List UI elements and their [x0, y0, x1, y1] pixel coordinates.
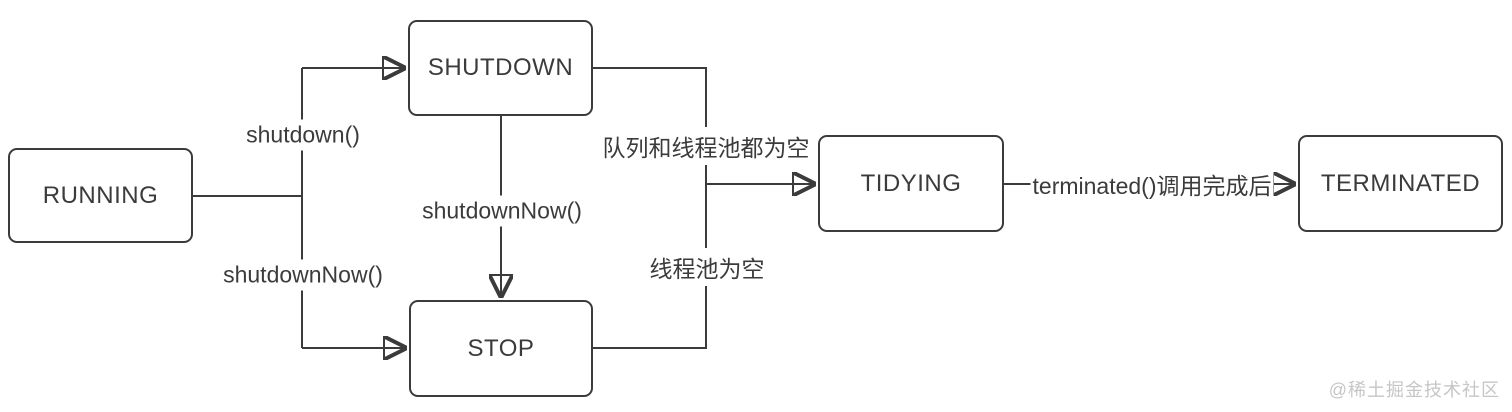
edge-label-queue-and-pool-empty: 队列和线程池都为空	[598, 127, 814, 165]
edge-shutdown-right-merge	[593, 67, 707, 349]
state-node-terminated: TERMINATED	[1298, 135, 1503, 232]
state-label-running: RUNNING	[42, 181, 159, 209]
state-label-terminated: TERMINATED	[1320, 169, 1481, 197]
watermark-text: @稀土掘金技术社区	[1328, 380, 1500, 400]
state-label-stop: STOP	[467, 334, 535, 362]
state-node-stop: STOP	[409, 300, 593, 397]
state-node-shutdown: SHUTDOWN	[408, 20, 593, 116]
edge-label-shutdown-call: shutdown()	[242, 119, 364, 151]
edge-label-pool-empty: 线程池为空	[645, 248, 769, 286]
state-node-running: RUNNING	[8, 148, 193, 243]
edge-label-shutdownnow-from-running: shutdownNow()	[219, 259, 387, 291]
state-node-tidying: TIDYING	[818, 135, 1004, 232]
state-label-tidying: TIDYING	[860, 169, 962, 197]
edge-label-terminated-callback: terminated()调用完成后	[1030, 165, 1274, 203]
edge-label-shutdownnow-from-shutdown: shutdownNow()	[418, 195, 586, 227]
state-label-shutdown: SHUTDOWN	[427, 54, 574, 81]
